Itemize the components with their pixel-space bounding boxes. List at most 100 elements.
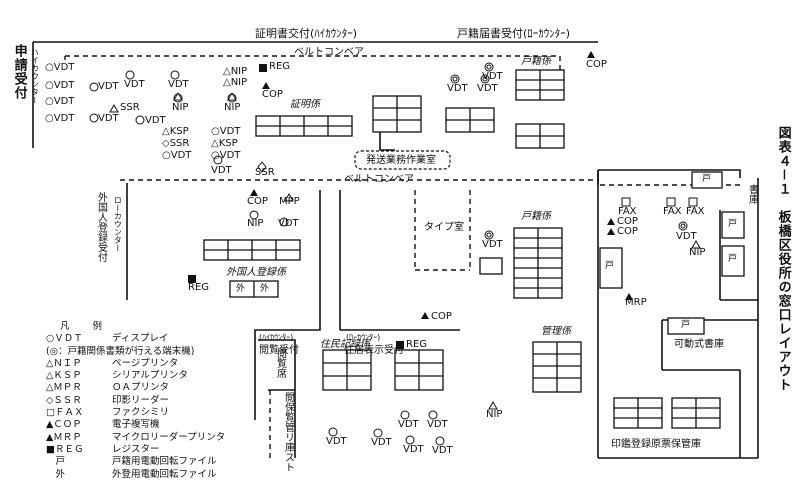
- cop-label: COP: [586, 59, 607, 70]
- ksp-label: △KSP: [162, 126, 189, 137]
- high-counter-label: ハイカウンター: [30, 48, 40, 104]
- legend-desc: シリアルプリンタ: [112, 370, 188, 382]
- nip-label: NIP: [172, 102, 189, 113]
- foreign-section-label: 外国人登録係: [226, 267, 286, 278]
- cop-label: COP: [247, 196, 268, 207]
- address-low-counter-label: (ﾛｰｶｳﾝﾀｰ): [346, 333, 381, 342]
- mrp-marker: [625, 293, 633, 300]
- legend-symbol: ▲ＭＲＰ: [46, 431, 82, 443]
- legend-row: △ＮＩＰ ページプリンタ: [46, 358, 225, 370]
- reg-label: REG: [406, 339, 428, 350]
- legend-symbol: △ＭＰＲ: [46, 382, 82, 394]
- legend-symbol: △ＮＩＰ: [46, 357, 82, 369]
- black-markers: [188, 51, 633, 349]
- legend-row: ◇ＳＳＲ 印影リーダー: [46, 395, 225, 407]
- certificate-counter-label: 証明書交付(ﾊｲｶｳﾝﾀｰ): [255, 27, 358, 40]
- legend-row: 戸 戸籍用電動回転ファイル: [46, 456, 225, 468]
- cop-marker: [607, 218, 615, 225]
- vdt-label: ○VDT: [211, 150, 241, 161]
- application-reception-label: 申請受付: [11, 44, 27, 100]
- legend-symbol: 戸: [46, 456, 66, 468]
- ksp-label: △KSP: [211, 138, 238, 149]
- nip-label: NIP: [247, 218, 264, 229]
- resident-section-label: 住民記録係: [320, 339, 370, 350]
- vdt-label: VDT: [477, 83, 498, 94]
- vdt-label: VDT: [211, 165, 232, 176]
- nip-label: NIP: [224, 102, 241, 113]
- legend-row: 外外登用電動回転ファイル: [46, 469, 225, 481]
- vdt-label: VDT: [482, 239, 503, 250]
- fax-label: FAX: [618, 206, 637, 217]
- fax-label: FAX: [686, 206, 705, 217]
- mpp-label: MPP: [279, 196, 300, 207]
- legend-symbol: ■ＲＥＧ: [46, 443, 84, 455]
- legend-desc: 戸籍用電動回転ファイル: [112, 456, 217, 468]
- vdt-label: VDT: [398, 419, 419, 430]
- cop-marker: [250, 189, 258, 196]
- koseki-file-label: 戸: [728, 219, 738, 229]
- vdt-label: ○VDT: [45, 80, 75, 91]
- vdt-label: VDT: [168, 79, 189, 90]
- ssr-label: SSR: [255, 167, 275, 178]
- reg-marker: [396, 341, 404, 349]
- legend-row: (◎：戸籍関係書類が行える端末機): [46, 346, 225, 358]
- fax-label: FAX: [663, 206, 682, 217]
- legend-symbol: ○ＶＤＴ: [46, 333, 83, 345]
- legend-symbol: ◇ＳＳＲ: [46, 394, 82, 406]
- family-section-mid-label: 戸籍係: [521, 211, 551, 222]
- legend-row: ▲ＭＲＰ マイクロリーダープリンタ: [46, 432, 225, 444]
- family-section-top-label: 戸籍係: [521, 56, 551, 67]
- legend-desc: 電子複写機: [112, 419, 160, 431]
- koseki-file-label: 戸: [681, 320, 691, 330]
- dispatch-room-label: 発送業務作業室: [366, 155, 436, 166]
- legend-symbol: 外: [46, 468, 66, 480]
- reg-marker: [259, 64, 267, 72]
- nip-label: NIP: [486, 409, 503, 420]
- open-markers: [89, 62, 701, 446]
- family-register-counter-label: 戸籍届書受付(ﾛｰｶｳﾝﾀｰ): [457, 27, 571, 40]
- ssr-label: ◇SSR: [162, 138, 190, 149]
- vdt-label: ○VDT: [45, 113, 75, 124]
- vdt-label: VDT: [447, 83, 468, 94]
- address-reception-label: 住居表示受付: [344, 345, 404, 356]
- belt-conveyor-label-bottom: ベルトコンベア: [344, 174, 414, 185]
- mrp-label: MRP: [625, 297, 647, 308]
- library-label: 書庫: [746, 184, 758, 204]
- cop-marker: [607, 228, 615, 235]
- cop-marker: [421, 312, 429, 319]
- viewing-room-wall: [258, 339, 296, 458]
- vdt-label: VDT: [403, 444, 424, 455]
- koseki-file-label: 戸: [702, 174, 712, 184]
- legend-desc: マイクロリーダープリンタ: [112, 431, 226, 443]
- nip-label: △NIP: [223, 77, 248, 88]
- ssr-label: SSR: [120, 102, 140, 113]
- reg-label: REG: [188, 282, 210, 293]
- legend-symbol: △ＫＳＰ: [46, 370, 82, 382]
- legend-desc: ページプリンタ: [112, 357, 179, 369]
- cop-label: COP: [262, 89, 283, 100]
- vdt-label: VDT: [145, 115, 166, 126]
- cop-marker: [262, 82, 270, 89]
- koseki-file-label: 戸: [605, 261, 615, 271]
- koseki-file-label: 戸: [728, 254, 738, 264]
- vdt-label: VDT: [482, 71, 503, 82]
- cop-label: COP: [431, 311, 452, 322]
- vdt-label: ○VDT: [45, 62, 75, 73]
- central-partition: [254, 190, 321, 420]
- movable-stacks-label: 可動式書庫: [674, 339, 724, 350]
- legend-desc: 印影リーダー: [112, 394, 170, 406]
- cop-label: COP: [617, 226, 638, 237]
- belt-conveyor-top: [65, 55, 561, 80]
- legend-desc: ディスプレイ: [112, 333, 169, 345]
- vdt-label: VDT: [124, 79, 145, 90]
- foreign-low-counter-label: ローカウンター: [113, 196, 123, 252]
- legend-desc: ファクシミリ: [112, 407, 170, 419]
- nip-label: △NIP: [223, 66, 248, 77]
- cop-label: COP: [617, 216, 638, 227]
